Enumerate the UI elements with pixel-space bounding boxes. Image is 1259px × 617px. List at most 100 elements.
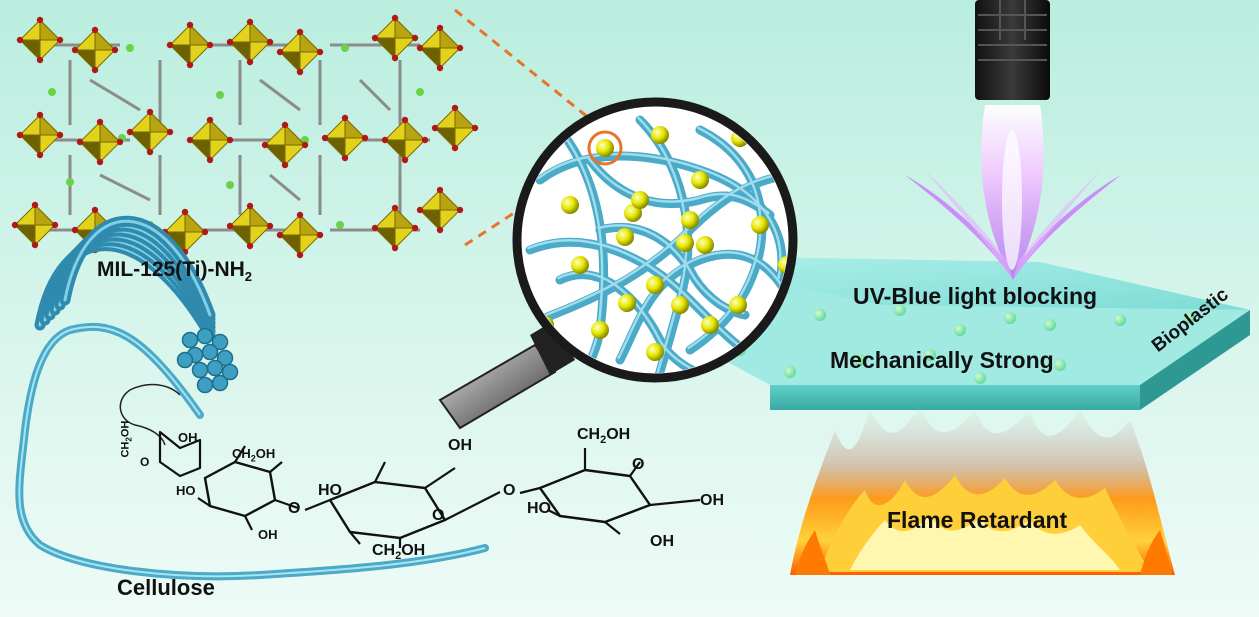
fibril-cross-section	[211, 333, 229, 351]
embedded-particle	[784, 366, 796, 378]
oxygen-atom	[361, 134, 369, 142]
oxygen-atom	[391, 204, 399, 212]
oxygen-atom	[246, 202, 254, 210]
octahedron-face	[383, 139, 406, 162]
oxygen-atom	[276, 48, 284, 56]
oxygen-atom	[401, 156, 409, 164]
oxygen-atom	[411, 34, 419, 42]
oxygen-atom	[341, 114, 349, 122]
embedded-particle	[1114, 314, 1126, 326]
ch2oh-group-far-left: CH2OH	[119, 420, 134, 458]
octahedron-face	[228, 41, 251, 64]
ho-group-2: HO	[527, 500, 551, 517]
cellulose-label: Cellulose	[117, 575, 215, 600]
o-linkage-1: O	[503, 482, 516, 499]
oxygen-atom	[36, 111, 44, 119]
octahedron-face	[39, 113, 62, 136]
polymer-network	[525, 115, 788, 373]
oxygen-atom	[36, 56, 44, 64]
polymer-chain-highlight	[587, 156, 770, 215]
polymer-chain-highlight	[537, 171, 788, 320]
oxygen-atom	[266, 38, 274, 46]
octahedron-face	[249, 204, 272, 227]
oxygen-atom	[451, 104, 459, 112]
oxygen-atom	[281, 121, 289, 129]
oxygen-atom	[436, 226, 444, 234]
oxygen-atom	[76, 138, 84, 146]
highlight-ring	[587, 130, 623, 166]
oxygen-atom	[321, 134, 329, 142]
mof-nanoparticle	[671, 296, 689, 314]
mof-nanoparticle	[591, 321, 609, 339]
polymer-chain-highlight	[637, 116, 688, 373]
oxygen-atom	[451, 144, 459, 152]
oxygen-atom	[91, 206, 99, 214]
oxygen-atom	[416, 206, 424, 214]
embedded-particle	[924, 349, 936, 361]
oxygen-atom	[456, 44, 464, 52]
octahedron-face	[39, 18, 62, 41]
oxygen-atom	[186, 21, 194, 29]
mof-nanoparticle	[691, 171, 709, 189]
cellulose-structure	[158, 430, 701, 548]
fibril-cross-section	[196, 327, 214, 345]
cellulose-fiber	[15, 215, 489, 581]
oxygen-atom	[381, 136, 389, 144]
octahedron-face	[189, 23, 212, 46]
octahedron-face	[284, 123, 307, 146]
oxygen-atom	[371, 34, 379, 42]
oxygen-atom	[226, 38, 234, 46]
mof-nanoparticle	[631, 191, 649, 209]
uv-blue-light-beam	[905, 105, 1121, 280]
mof-nanoparticle	[561, 196, 579, 214]
ch2oh-group-right: CH2OH	[577, 426, 631, 447]
oxygen-atom	[246, 242, 254, 250]
oxygen-atom	[391, 14, 399, 22]
octahedron-face	[209, 118, 232, 141]
embedded-particle	[854, 354, 866, 366]
oxygen-atom	[166, 41, 174, 49]
octahedron-face	[433, 127, 456, 150]
octahedron-face	[373, 37, 396, 60]
oxygen-atom	[226, 222, 234, 230]
oxygen-atom	[316, 48, 324, 56]
fibril-cross-section	[181, 331, 199, 349]
o-ring-2: O	[632, 456, 645, 473]
ho-group-1: HO	[318, 482, 342, 499]
oxygen-atom	[391, 244, 399, 252]
mof-nanoparticle	[751, 216, 769, 234]
octahedron-face	[73, 49, 96, 72]
mof-label: MIL-125(Ti)-NH2	[97, 258, 253, 285]
mof-nanoparticle	[701, 316, 719, 334]
mof-nanoparticle	[646, 343, 664, 361]
octahedron-face	[323, 137, 346, 160]
octahedron-face	[394, 206, 417, 229]
octahedron-face	[344, 116, 367, 139]
octahedron-face	[149, 110, 172, 133]
oxygen-atom	[296, 28, 304, 36]
oxygen-atom	[31, 241, 39, 249]
oxygen-atom	[146, 108, 154, 116]
oxygen-atom	[126, 128, 134, 136]
fibril-cross-section	[206, 359, 224, 377]
mechanical-strength-label: Mechanically Strong	[830, 347, 1054, 373]
octahedron-face	[263, 144, 286, 167]
oxygen-atom	[181, 208, 189, 216]
o-linkage-2: O	[288, 500, 301, 517]
oxygen-atom	[471, 124, 479, 132]
oxygen-atom	[436, 24, 444, 32]
oxygen-atom	[281, 161, 289, 169]
embedded-particle	[814, 309, 826, 321]
oxygen-atom	[186, 61, 194, 69]
oxygen-atom	[411, 224, 419, 232]
oxygen-atom	[166, 128, 174, 136]
mof-nanoparticle	[596, 139, 614, 157]
oxygen-atom	[296, 251, 304, 259]
octahedron-face	[439, 26, 462, 49]
oxygen-atom	[316, 231, 324, 239]
oxygen-atom	[51, 221, 59, 229]
o-ring-1: O	[432, 507, 445, 524]
oxygen-atom	[186, 136, 194, 144]
embedded-particle	[1044, 319, 1056, 331]
